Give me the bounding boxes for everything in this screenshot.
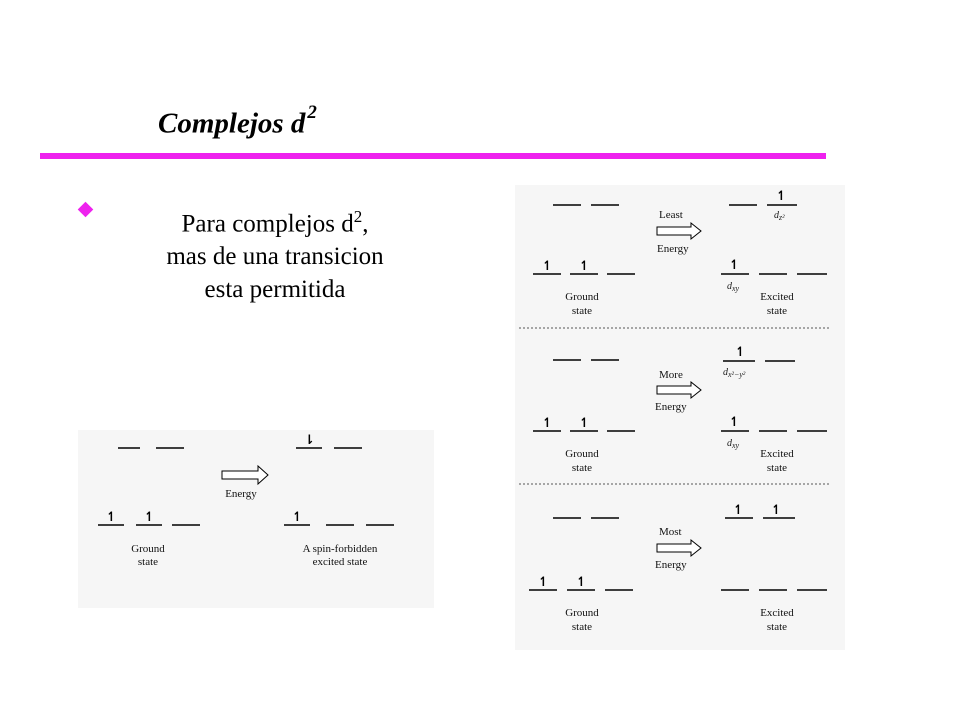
energy-arrow-label: Energy (225, 488, 257, 500)
excited-state-label-1: A spin-forbidden (303, 543, 378, 555)
spin-forbidden-diagram: ↿ ↿ Ground state Energy ⇂ ↿ A spin-forbi… (78, 430, 434, 608)
ground-state-label-2: state (138, 556, 158, 568)
excited-state-label: Excited (760, 291, 794, 303)
spin-up-electron: ↿ (733, 502, 744, 517)
spin-up-electron: ↿ (106, 509, 117, 524)
energy-label: Energy (657, 243, 689, 255)
spin-up-electron: ↿ (771, 502, 782, 517)
ground-state-label: state (572, 621, 592, 633)
excited-state-label: state (767, 462, 787, 474)
more-label: More (659, 369, 683, 381)
spin-up-electron: ↿ (538, 574, 549, 589)
bullet-line-2: mas de una transicion (166, 243, 384, 271)
spin-up-electron: ↿ (729, 257, 740, 272)
energy-label: Energy (655, 559, 687, 571)
energy-arrow-icon (221, 464, 269, 486)
bullet-text: Para complejos d2, mas de una transicion… (130, 200, 420, 306)
bullet-line-3: esta permitida (204, 276, 346, 304)
transition-arrow-icon (656, 221, 702, 241)
ground-state-label-1: Ground (131, 543, 165, 555)
d2-transitions-diagram: ↿ ↿ Ground state Least Energy ↿ dz² ↿ dx… (515, 185, 845, 650)
least-label: Least (659, 209, 683, 221)
spin-up-electron: ↿ (579, 415, 590, 430)
bullet-line-1: Para complejos d2, (181, 207, 369, 238)
ground-state-label: Ground (565, 291, 599, 303)
orbital-label: dxy (727, 438, 740, 450)
spin-up-electron: ↿ (292, 509, 303, 524)
energy-label: Energy (655, 401, 687, 413)
ground-state-label: Ground (565, 448, 599, 460)
spin-up-electron: ↿ (729, 414, 740, 429)
excited-state-label: Excited (760, 607, 794, 619)
orbital-label: dx²−y² (723, 367, 746, 379)
diamond-bullet-icon (77, 201, 94, 218)
spin-up-electron: ↿ (144, 509, 155, 524)
orbital-label: dxy (727, 281, 740, 293)
spin-up-electron: ↿ (542, 258, 553, 273)
spin-up-electron: ↿ (776, 188, 787, 203)
excited-state-label: Excited (760, 448, 794, 460)
transition-arrow-icon (656, 380, 702, 400)
spin-up-electron: ↿ (735, 344, 746, 359)
most-label: Most (659, 526, 682, 538)
ground-state-label: state (572, 305, 592, 317)
ground-state-label: state (572, 462, 592, 474)
ground-state-label: Ground (565, 607, 599, 619)
spin-up-electron: ↿ (579, 258, 590, 273)
title-divider (40, 153, 826, 159)
spin-up-electron: ↿ (542, 415, 553, 430)
excited-state-label: state (767, 621, 787, 633)
title-superscript: 2 (307, 102, 317, 123)
excited-state-label: state (767, 305, 787, 317)
spin-down-electron: ⇂ (304, 432, 315, 447)
transition-arrow-icon (656, 538, 702, 558)
excited-state-label-2: excited state (313, 556, 368, 568)
orbital-label: dz² (774, 210, 785, 222)
spin-up-electron: ↿ (576, 574, 587, 589)
